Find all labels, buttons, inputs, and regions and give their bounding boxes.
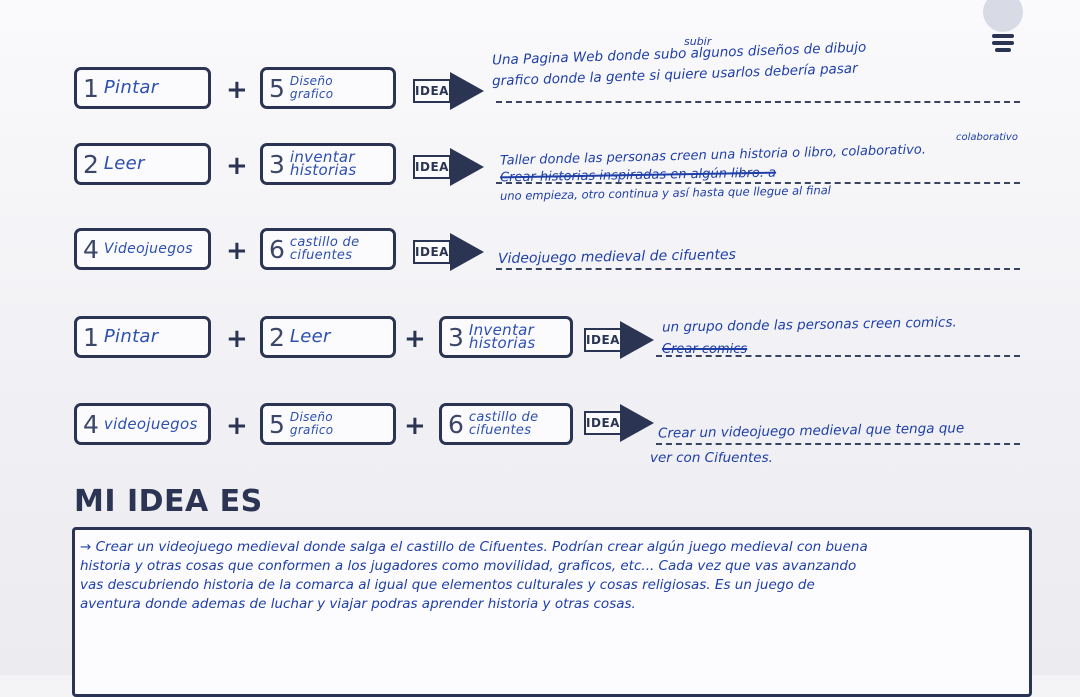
box-label: videojuegos	[103, 414, 198, 433]
box-pintar: 1 Pintar	[74, 67, 211, 109]
answer-line	[496, 268, 1020, 270]
box-leer: 2 Leer	[74, 143, 211, 185]
box-pintar: 1 Pintar	[74, 316, 211, 358]
plus-icon: +	[226, 75, 248, 105]
box-label: Pintar	[103, 77, 159, 98]
box-leer: 2 Leer	[260, 316, 396, 358]
box-number: 6	[269, 234, 285, 264]
idea-note: ver con Cifuentes.	[650, 450, 773, 466]
note-insert: colaborativo	[956, 132, 1018, 143]
box-number: 3	[448, 322, 464, 352]
idea-tag: IDEA	[413, 79, 451, 103]
arrow-right-icon	[450, 148, 484, 186]
box-label: Diseño grafico	[289, 410, 334, 437]
idea-note-crossed: Crear comics	[662, 342, 748, 357]
box-number: 4	[83, 409, 99, 439]
plus-icon: +	[226, 151, 248, 181]
box-number: 2	[269, 322, 285, 352]
box-number: 5	[269, 409, 285, 439]
box-label: Diseño grafico	[289, 74, 334, 101]
section-heading: MI IDEA ES	[74, 484, 263, 519]
box-label: castillo de cifuentes	[289, 235, 360, 263]
box-number: 1	[83, 73, 99, 103]
box-label: Inventar historias	[468, 321, 536, 352]
paragraph-line: historia y otras cosas que conformen a l…	[80, 558, 857, 574]
paragraph-line: vas descubriendo historia de la comarca …	[80, 577, 815, 593]
paragraph-line: → Crear un videojuego medieval donde sal…	[80, 539, 868, 555]
box-number: 3	[269, 149, 285, 179]
box-label: Leer	[103, 153, 145, 174]
box-inventar-historias: 3 inventar historias	[260, 143, 396, 185]
answer-line	[656, 355, 1020, 357]
box-number: 5	[269, 73, 285, 103]
box-diseno-grafico: 5 Diseño grafico	[260, 403, 396, 445]
idea-paragraph: → Crear un videojuego medieval donde sal…	[80, 538, 1030, 614]
box-diseno-grafico: 5 Diseño grafico	[260, 67, 396, 109]
answer-line	[656, 443, 1020, 445]
box-number: 1	[83, 322, 99, 352]
idea-tag: IDEA	[584, 411, 622, 435]
box-number: 4	[83, 234, 99, 264]
box-number: 2	[83, 149, 99, 179]
arrow-right-icon	[620, 321, 654, 359]
box-label: Videojuegos	[103, 240, 193, 257]
box-inventar-historias: 3 Inventar historias	[439, 316, 573, 358]
box-label: castillo de cifuentes	[468, 410, 539, 438]
idea-tag: IDEA	[413, 240, 451, 264]
box-castillo-cifuentes: 6 castillo de cifuentes	[439, 403, 573, 445]
box-label: Pintar	[103, 326, 159, 347]
plus-icon: +	[226, 411, 248, 441]
box-label: inventar historias	[289, 148, 357, 179]
idea-tag: IDEA	[584, 328, 622, 352]
arrow-right-icon	[450, 233, 484, 271]
box-videojuegos: 4 videojuegos	[74, 403, 211, 445]
lightbulb-icon	[983, 0, 1023, 52]
box-videojuegos: 4 Videojuegos	[74, 228, 211, 270]
note-insert: subir	[684, 35, 712, 48]
answer-line	[496, 101, 1020, 103]
answer-line	[496, 182, 1020, 184]
paragraph-line: aventura donde ademas de luchar y viajar…	[80, 596, 636, 612]
box-castillo-cifuentes: 6 castillo de cifuentes	[260, 228, 396, 270]
arrow-right-icon	[450, 72, 484, 110]
plus-icon: +	[404, 324, 426, 354]
plus-icon: +	[404, 411, 426, 441]
box-label: Leer	[289, 326, 331, 347]
box-number: 6	[448, 409, 464, 439]
plus-icon: +	[226, 236, 248, 266]
idea-tag: IDEA	[413, 155, 451, 179]
arrow-right-icon	[620, 404, 654, 442]
plus-icon: +	[226, 324, 248, 354]
